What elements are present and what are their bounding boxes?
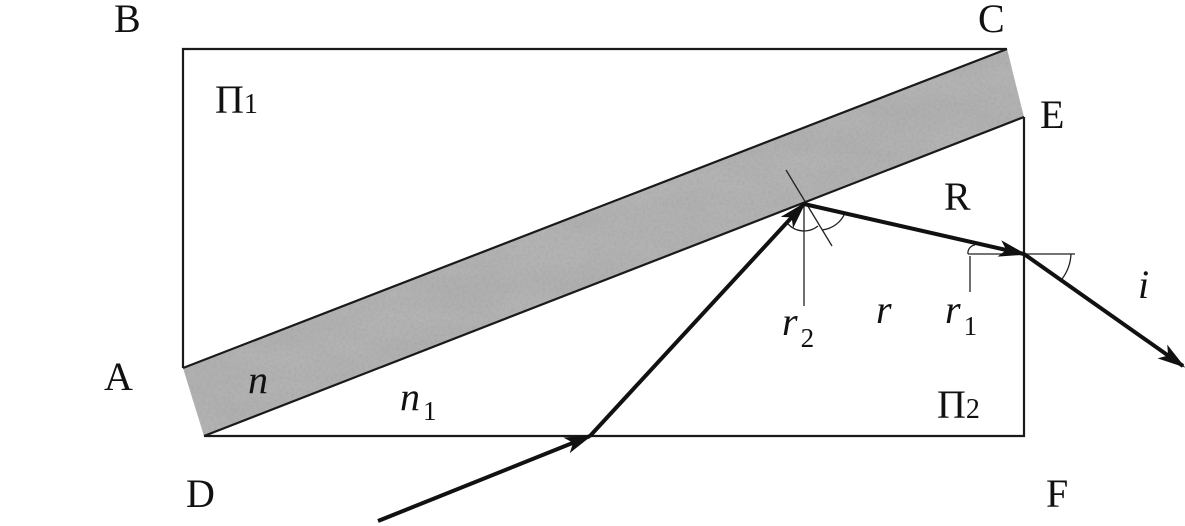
- layer-index-label: n: [248, 357, 268, 402]
- angle-arc-r1: [967, 244, 976, 255]
- ray-in-prism-2: [588, 201, 806, 438]
- vertex-label-e: E: [1040, 92, 1064, 137]
- prism-2-label: Π2: [937, 382, 980, 427]
- prism-2-outline: [204, 117, 1026, 438]
- incident-ray: [377, 434, 593, 523]
- emergent-ray: [1022, 252, 1185, 368]
- interface-normal: [785, 169, 833, 247]
- angle-arc-r2: [787, 223, 819, 232]
- point-label-r: R: [944, 174, 971, 219]
- vertex-label-a: A: [104, 354, 133, 399]
- prism-1-outline: [181, 47, 1007, 368]
- vertex-label-f: F: [1046, 471, 1068, 516]
- vertex-label-c: C: [978, 0, 1005, 41]
- angle-label-i: i: [1138, 262, 1149, 307]
- vertex-label-b: B: [114, 0, 141, 41]
- reflected-ray: [803, 202, 1027, 257]
- angle-label-r: r: [876, 287, 892, 332]
- prism-1-label: Π1: [215, 77, 258, 122]
- thin-layer: [182, 47, 1025, 438]
- angle-arc-r: [821, 212, 846, 231]
- vertex-label-d: D: [186, 471, 215, 516]
- angle-arc-i: [1061, 253, 1072, 280]
